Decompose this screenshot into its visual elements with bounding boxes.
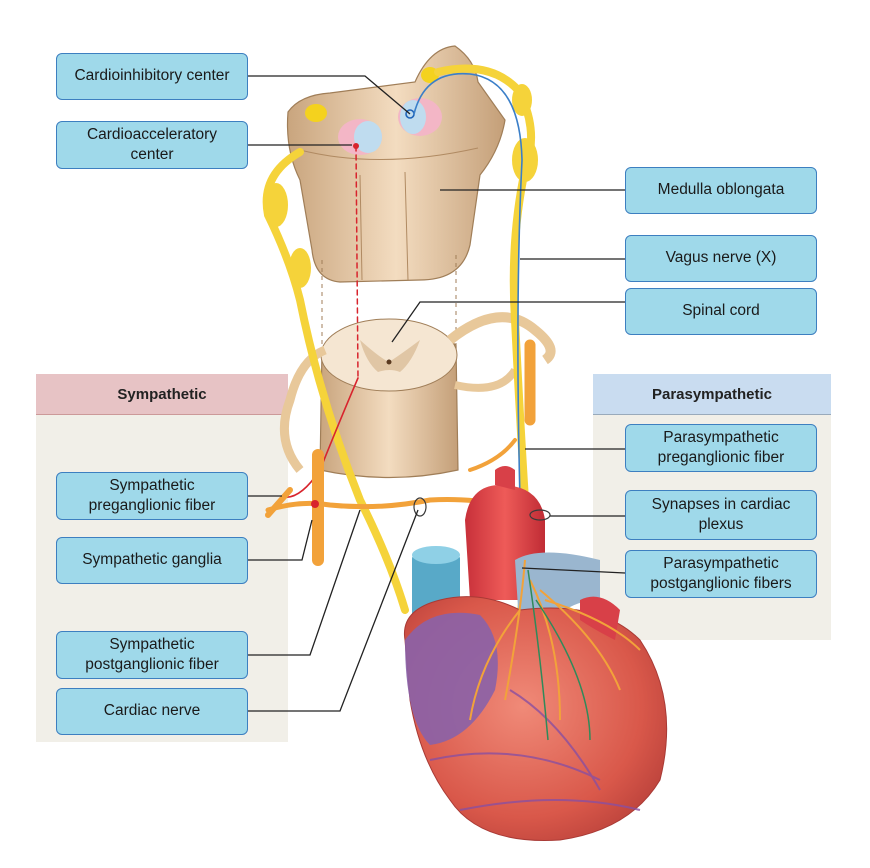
spinal-cord-segment: [279, 312, 556, 479]
leader-lines: [248, 75, 626, 712]
label-cardiac-nerve: Cardiac nerve: [56, 688, 248, 735]
sympathetic-panel-header: Sympathetic: [36, 374, 288, 415]
label-parasympathetic-postganglionic-fibers: Parasympathetic postganglionic fibers: [625, 550, 817, 598]
label-sympathetic-postganglionic-fiber: Sympathetic postganglionic fiber: [56, 631, 248, 679]
sympathetic-chain: [265, 339, 536, 566]
heart: [403, 466, 668, 841]
label-sympathetic-preganglionic-fiber: Sympathetic preganglionic fiber: [56, 472, 248, 520]
label-cardioacceleratory-center: Cardioacceleratory center: [56, 121, 248, 169]
label-synapses-cardiac-plexus: Synapses in cardiac plexus: [625, 490, 817, 540]
label-spinal-cord: Spinal cord: [625, 288, 817, 335]
parasympathetic-panel-header: Parasympathetic: [593, 374, 831, 415]
label-cardioinhibitory-center: Cardioinhibitory center: [56, 53, 248, 100]
label-sympathetic-ganglia: Sympathetic ganglia: [56, 537, 248, 584]
label-medulla-oblongata: Medulla oblongata: [625, 167, 817, 214]
label-vagus-nerve: Vagus nerve (X): [625, 235, 817, 282]
label-parasympathetic-preganglionic-fiber: Parasympathetic preganglionic fiber: [625, 424, 817, 472]
medulla-oblongata: [286, 45, 506, 283]
